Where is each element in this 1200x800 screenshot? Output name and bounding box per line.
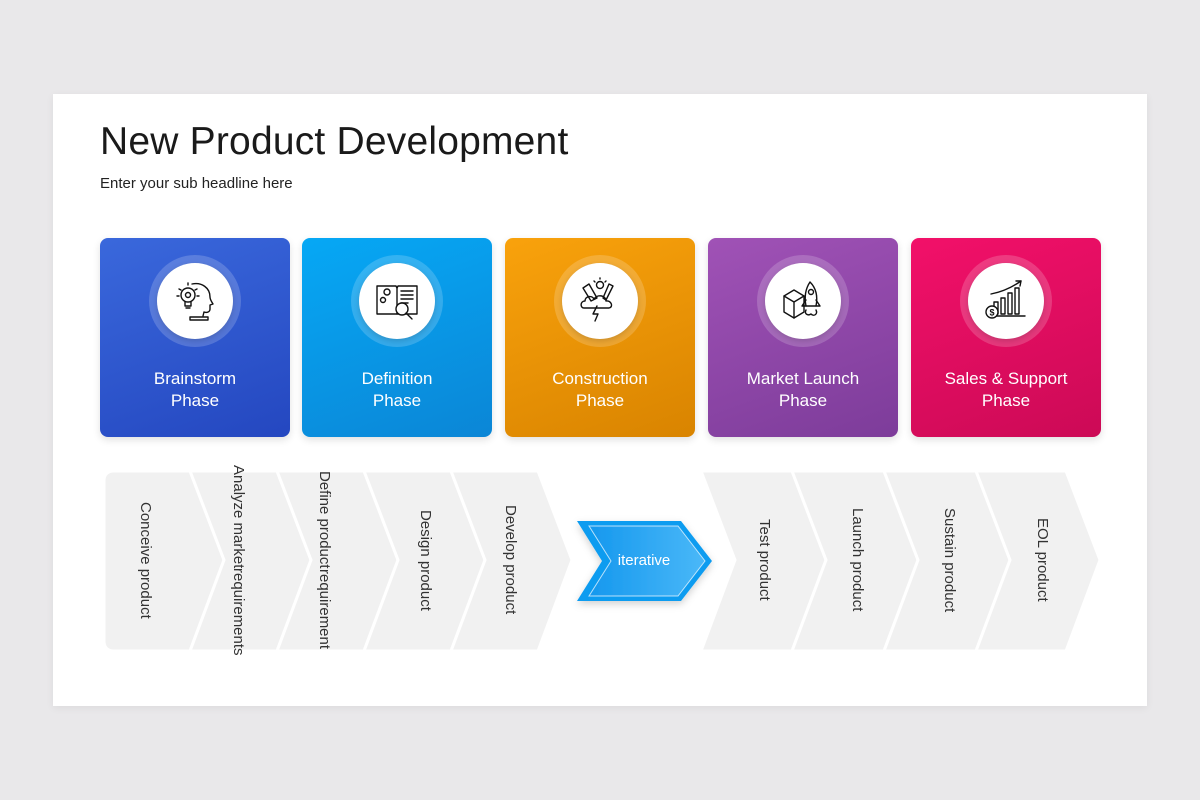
icon-ring: $ — [960, 255, 1052, 347]
phase-card-sales-support: $ Sales & Support Phase — [911, 238, 1101, 437]
page-title: New Product Development — [100, 120, 569, 163]
step-label: Conceive product — [137, 501, 154, 619]
slide: New Product Development Enter your sub h… — [53, 94, 1147, 706]
step-label: Test product — [756, 519, 773, 601]
phase-label: Construction Phase — [552, 369, 648, 410]
phase-label: Sales & Support Phase — [944, 369, 1068, 410]
icon-circle — [157, 263, 233, 339]
phase-card-market-launch: Market Launch Phase — [708, 238, 898, 437]
icon-ring — [554, 255, 646, 347]
dollar-bar-chart-icon: $ — [985, 280, 1026, 319]
icon-circle: $ — [968, 263, 1044, 339]
head-lightbulb-gear-icon — [176, 282, 214, 321]
step-label: Analyze market requirements — [230, 464, 247, 656]
icon-ring — [351, 255, 443, 347]
step-label: Design product — [417, 509, 434, 611]
iterative-arrow — [577, 521, 712, 601]
step-label: Develop product — [502, 505, 519, 615]
page-subtitle: Enter your sub headline here — [100, 175, 293, 192]
chevron-conceive — [102, 469, 226, 653]
step-label: Define product requirement — [316, 471, 333, 649]
box-rocket-icon — [783, 281, 821, 319]
phase-label: Brainstorm Phase — [153, 369, 237, 410]
icon-ring — [149, 255, 241, 347]
phase-card-definition: Definition Phase — [302, 238, 492, 437]
phase-card-construction: Construction Phase — [505, 238, 695, 437]
step-label: Sustain product — [941, 507, 958, 613]
icon-circle — [765, 263, 841, 339]
chevron-eol — [973, 469, 1102, 653]
iterative-label: iterative — [617, 552, 671, 569]
icon-circle — [562, 263, 638, 339]
process-chevrons — [102, 469, 1102, 653]
icon-ring — [757, 255, 849, 347]
phase-label: Market Launch Phase — [746, 369, 860, 410]
tools-cloud-lightning-icon — [580, 277, 614, 322]
step-label: Launch product — [849, 508, 866, 612]
step-label: EOL product — [1034, 518, 1051, 602]
book-magnifier-gears-icon — [376, 285, 418, 320]
phase-label: Definition Phase — [361, 369, 433, 410]
svg-text:$: $ — [989, 308, 994, 318]
chevron-develop — [448, 469, 574, 653]
phase-card-brainstorm: Brainstorm Phase — [100, 238, 290, 437]
icon-circle — [359, 263, 435, 339]
